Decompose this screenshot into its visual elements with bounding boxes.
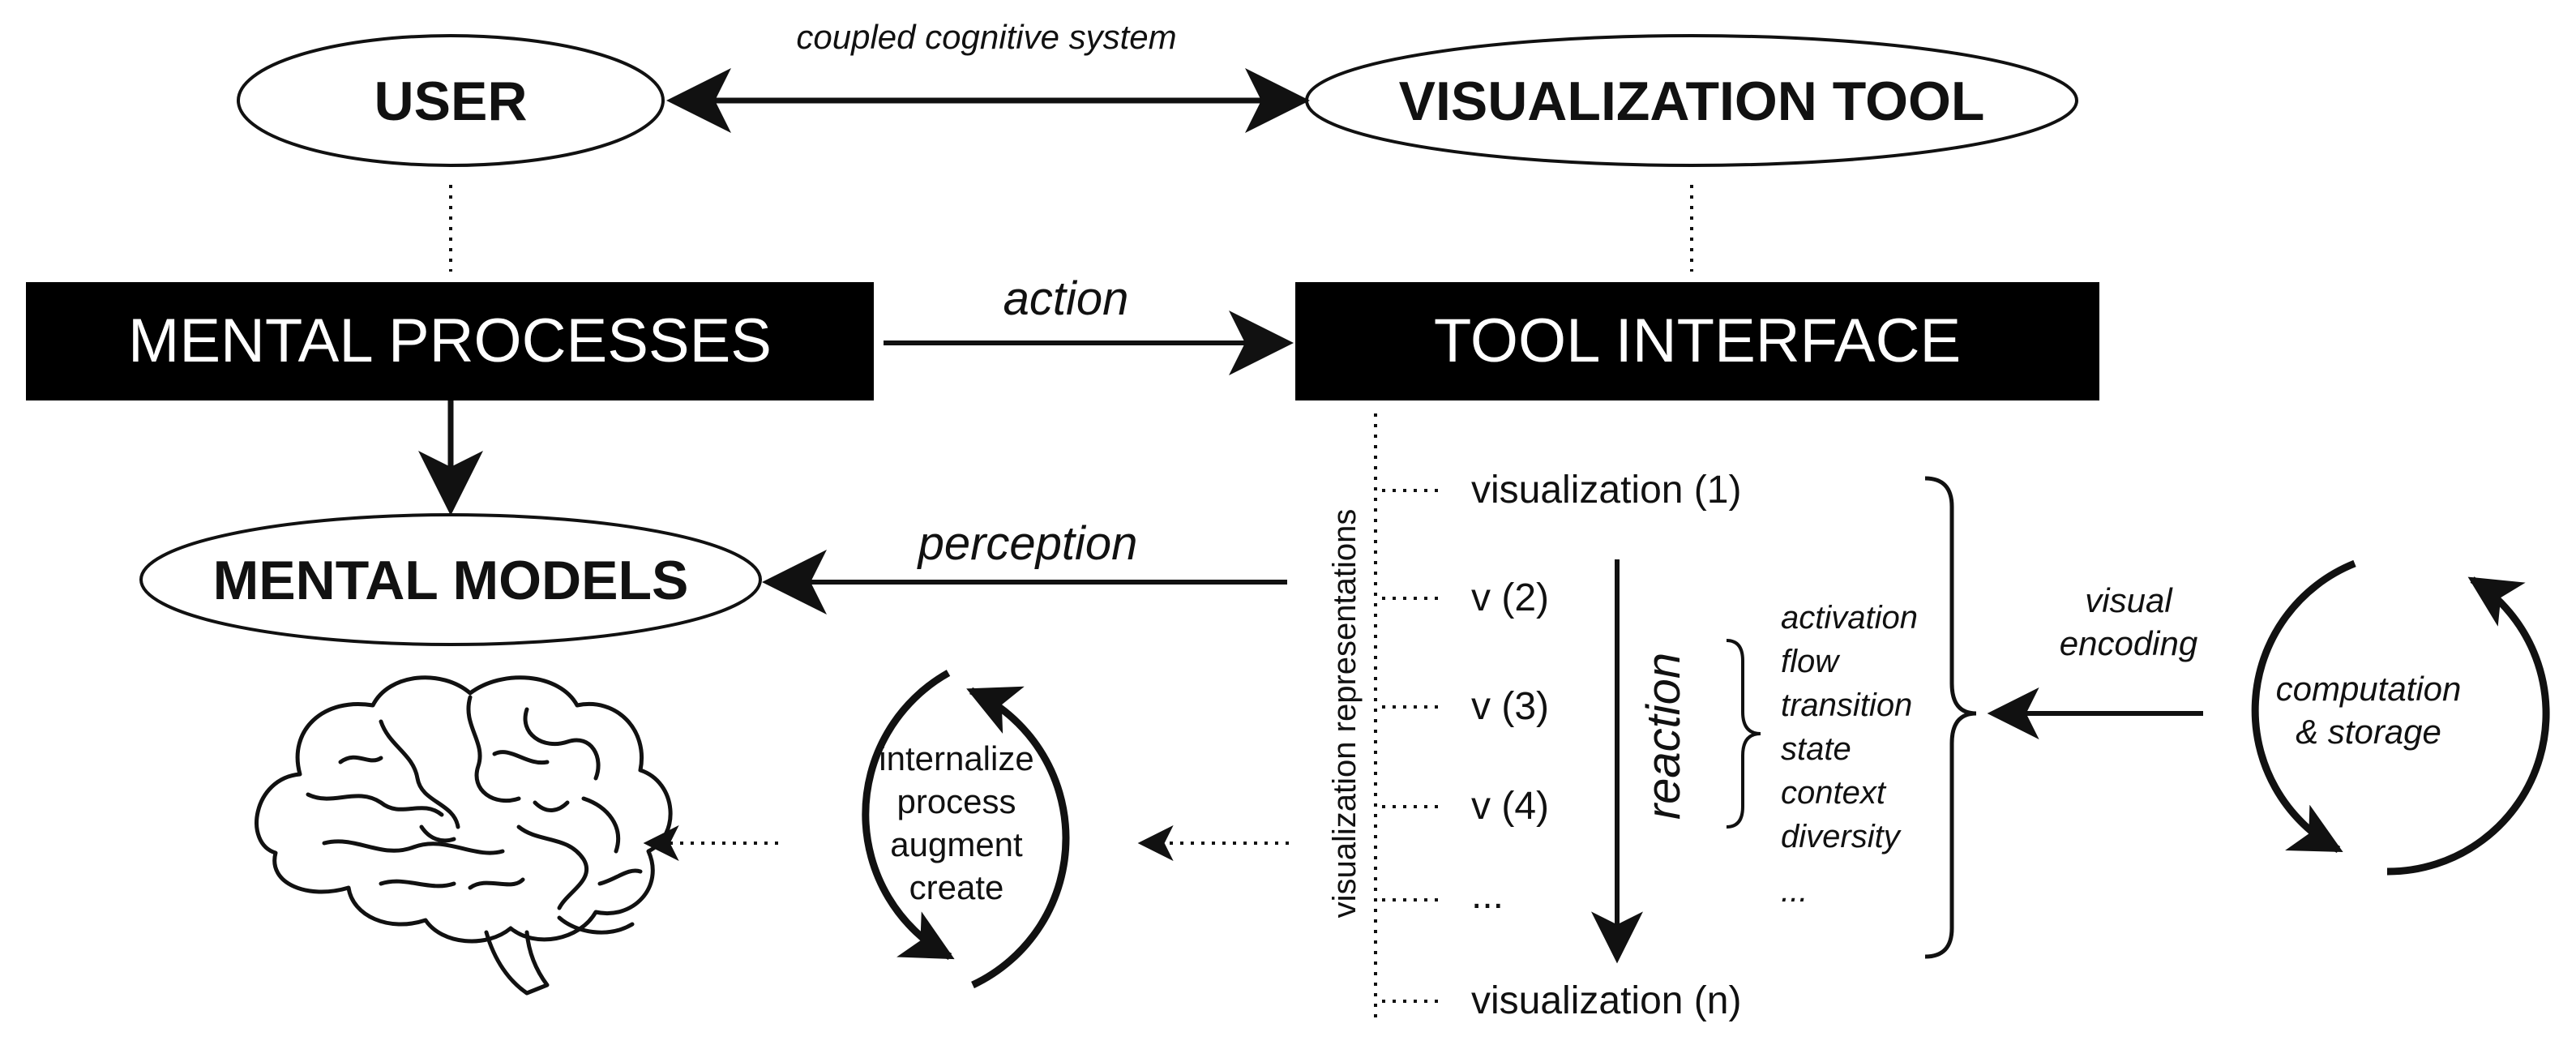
tool-interface-label: TOOL INTERFACE bbox=[1434, 306, 1961, 375]
perception-label: perception bbox=[917, 517, 1138, 570]
reaction-item-activation: activation bbox=[1781, 600, 1918, 636]
process-word: process bbox=[896, 782, 1016, 820]
brain-illustration bbox=[255, 675, 673, 996]
mental-models-node bbox=[139, 513, 762, 646]
internalize-cycle-right-arc bbox=[966, 686, 1070, 989]
mental-processes-label: MENTAL PROCESSES bbox=[128, 306, 772, 375]
reaction-item-flow: flow bbox=[1781, 644, 1841, 679]
visualization-brace bbox=[1924, 476, 1977, 959]
reaction-label: reaction bbox=[1637, 653, 1690, 820]
vis-representations-label: visualization representations bbox=[1327, 509, 1363, 919]
computation-cycle-left-arc bbox=[2251, 559, 2356, 853]
internalize-cycle-left-arc bbox=[862, 670, 955, 960]
visual-encoding-line2: encoding bbox=[2060, 624, 2197, 662]
computation-cycle-right-arc bbox=[2386, 576, 2550, 876]
visual-encoding-line1: visual bbox=[2085, 581, 2173, 619]
vis-item-ellipsis: ... bbox=[1471, 874, 1504, 917]
mental-models-label: MENTAL MODELS bbox=[213, 550, 689, 611]
vis-item-3: v (3) bbox=[1471, 685, 1549, 728]
internalize-word: internalize bbox=[879, 739, 1033, 777]
create-word: create bbox=[909, 868, 1004, 906]
vis-item-4: v (4) bbox=[1471, 785, 1549, 828]
computation-line1: computation bbox=[2276, 670, 2462, 708]
tool-interface-box bbox=[1295, 282, 2099, 400]
vis-item-1: visualization (1) bbox=[1471, 469, 1741, 512]
user-label: USER bbox=[374, 71, 528, 132]
user-node bbox=[237, 34, 665, 167]
reaction-item-state: state bbox=[1781, 731, 1851, 767]
reaction-item-transition: transition bbox=[1781, 687, 1912, 723]
augment-word: augment bbox=[890, 825, 1023, 863]
visualization-tool-label: VISUALIZATION TOOL bbox=[1399, 71, 1985, 132]
computation-line2: & storage bbox=[2296, 713, 2441, 751]
reaction-item-context: context bbox=[1781, 775, 1887, 811]
vis-item-n: visualization (n) bbox=[1471, 979, 1741, 1022]
action-label: action bbox=[1003, 272, 1129, 325]
reaction-item-ellipsis: ... bbox=[1781, 873, 1808, 909]
reaction-brace bbox=[1726, 639, 1761, 829]
reaction-item-diversity: diversity bbox=[1781, 819, 1902, 854]
vis-item-2: v (2) bbox=[1471, 576, 1549, 619]
mental-processes-box bbox=[26, 282, 874, 400]
coupled-label: coupled cognitive system bbox=[796, 18, 1176, 56]
